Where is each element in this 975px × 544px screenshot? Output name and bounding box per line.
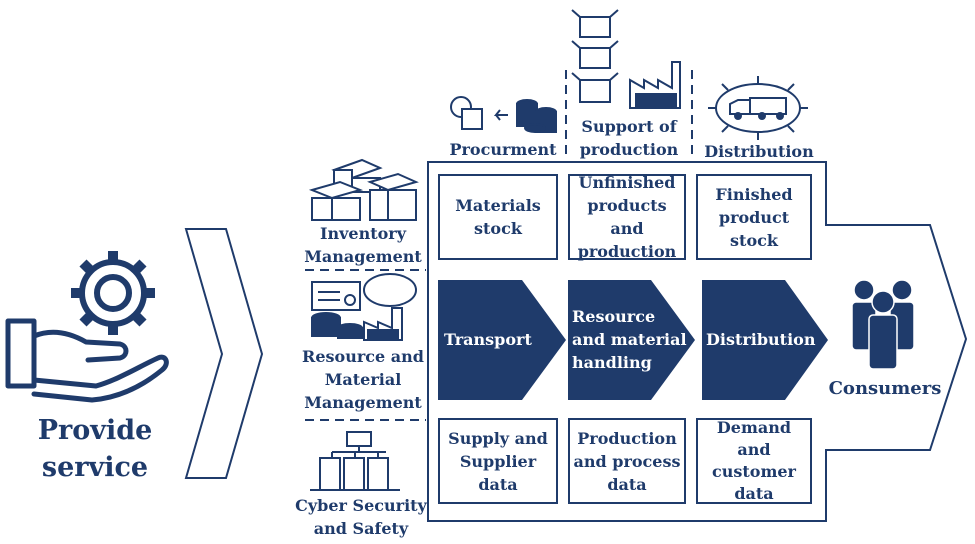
inventory-line-1: Inventory <box>319 224 406 243</box>
demand-line-2: and <box>737 440 771 459</box>
resource-handling-label: Resource and material handling <box>572 305 687 374</box>
unfinished-line-3: production <box>577 242 677 261</box>
finished-line-1: Finished <box>715 184 793 204</box>
supply-line-3: data <box>478 474 518 494</box>
materials-stock-line-1: Materials <box>455 196 541 215</box>
production-data-box: Production and process data <box>568 418 686 504</box>
unfinished-line-2: products and <box>587 196 667 238</box>
unfinished-line-1: Unfinished <box>578 173 676 192</box>
resource-material-icon <box>311 273 417 341</box>
production-line-2: and process <box>573 451 681 471</box>
hand-icon <box>5 318 169 403</box>
production-line-3: data <box>607 474 647 494</box>
resource-handling-line-2: and material <box>572 330 687 349</box>
supply-line-2: Supplier <box>459 451 537 471</box>
inventory-line-2: Management <box>304 247 422 266</box>
resource-handling-line-3: handling <box>572 353 652 372</box>
distribution-header-label: Distribution <box>704 142 814 161</box>
finished-line-3: stock <box>730 230 778 250</box>
factory-icon <box>629 61 681 109</box>
inventory-management-label: Inventory Management <box>300 222 426 268</box>
resource-material-management-label: Resource and Material Management <box>300 345 426 414</box>
provide-service-label: Provide service <box>20 412 170 486</box>
chevron-transport <box>438 280 566 400</box>
gear-icon <box>71 251 155 335</box>
support-production-line-1: Support of <box>581 117 677 136</box>
demand-line-4: data <box>734 484 774 503</box>
demand-line-3: customer <box>712 462 796 481</box>
resource-mgmt-line-1: Resource and <box>302 347 424 366</box>
main-arrow-outline <box>427 161 968 522</box>
provide-service-line-2: service <box>41 452 149 483</box>
support-production-line-2: production <box>579 140 679 159</box>
resource-mgmt-line-2: Material <box>324 370 402 389</box>
demand-line-1: Demand <box>716 418 792 437</box>
truck-icon <box>708 76 808 140</box>
procurement-icon <box>450 96 557 133</box>
boxes-stack-icon <box>571 9 619 103</box>
materials-stock-line-2: stock <box>474 219 522 238</box>
people-icon <box>851 279 915 370</box>
distribution-flow-label: Distribution <box>706 330 816 349</box>
production-line-1: Production <box>577 428 677 448</box>
chevron-distribution <box>702 280 828 400</box>
finished-line-2: product <box>718 207 790 227</box>
chevron-resource-handling <box>568 280 695 400</box>
consumers-label: Consumers <box>828 378 942 399</box>
supply-line-1: Supply and <box>448 428 548 448</box>
servers-network-icon <box>310 431 400 491</box>
unfinished-products-box: Unfinished products and production <box>568 173 686 261</box>
transport-label: Transport <box>444 330 532 349</box>
cyber-line-2: and Safety <box>313 519 409 538</box>
cyber-security-label: Cyber Security and Safety <box>294 494 428 540</box>
provide-service-line-1: Provide <box>37 415 153 446</box>
materials-stock-box: Materials stock <box>438 174 558 260</box>
service-chevron <box>184 228 264 479</box>
cyber-line-1: Cyber Security <box>295 496 427 515</box>
resource-mgmt-line-3: Management <box>304 393 422 412</box>
inventory-boxes-icon <box>308 158 419 221</box>
procurement-label: Procurment <box>449 140 557 159</box>
resource-handling-line-1: Resource <box>572 307 656 326</box>
finished-product-box: Finished product stock <box>696 174 812 260</box>
demand-data-box: Demand and customer data <box>696 418 812 504</box>
supply-data-box: Supply and Supplier data <box>438 418 558 504</box>
support-production-label: Support of production <box>568 115 690 161</box>
